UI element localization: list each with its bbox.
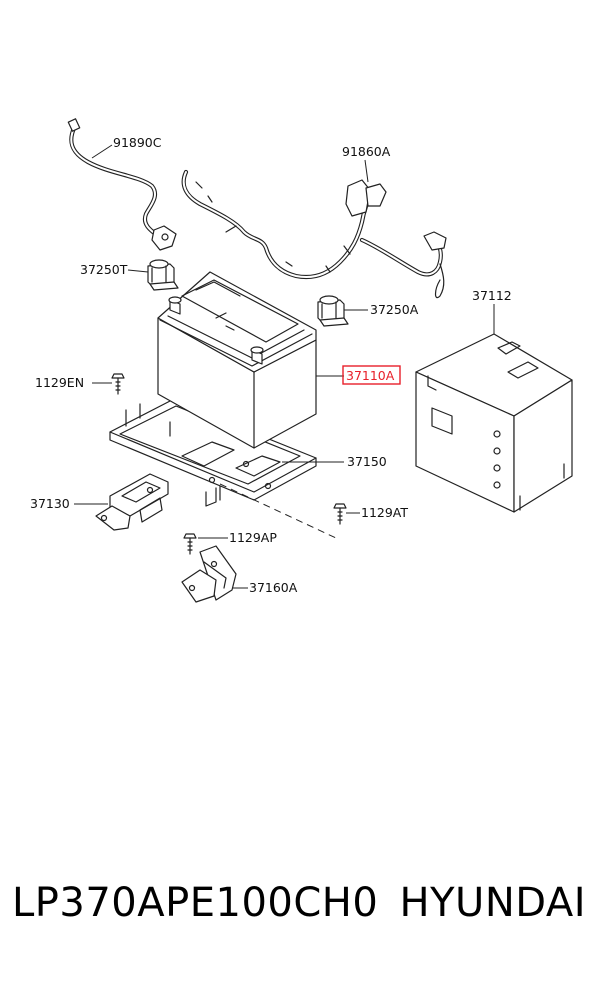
label-37150: 37150 bbox=[347, 454, 387, 469]
label-37250a: 37250A bbox=[370, 302, 419, 317]
alignment-dashed-line bbox=[219, 483, 337, 539]
wiring-harness-91860a[interactable] bbox=[181, 169, 447, 299]
leader-37250t bbox=[127, 269, 149, 273]
bolt-1129at[interactable] bbox=[333, 503, 347, 525]
label-1129at: 1129AT bbox=[361, 505, 408, 520]
part-number-text: LP370APE100CH0 bbox=[12, 880, 379, 926]
label-91890c: 91890C bbox=[113, 135, 162, 150]
label-37130: 37130 bbox=[30, 496, 70, 511]
bolt-1129ap[interactable] bbox=[183, 533, 197, 555]
bracket-37160a[interactable] bbox=[181, 545, 237, 603]
battery-cover-37112[interactable] bbox=[415, 333, 573, 513]
label-91860a: 91860A bbox=[342, 144, 391, 159]
label-1129ap: 1129AP bbox=[229, 530, 277, 545]
highlight-box-37110a bbox=[342, 365, 401, 385]
label-37112: 37112 bbox=[472, 288, 512, 303]
label-37110a[interactable]: 37110A bbox=[346, 368, 395, 383]
bracket-37130[interactable] bbox=[95, 473, 169, 531]
parts-diagram: 91890C 91860A 37250T 37250A bbox=[30, 118, 573, 603]
brand-text: HYUNDAI bbox=[399, 880, 586, 926]
leader-91860a bbox=[364, 159, 369, 183]
battery-cable-91890c[interactable] bbox=[67, 118, 177, 251]
terminal-37250a[interactable] bbox=[317, 295, 349, 327]
label-37250t: 37250T bbox=[80, 262, 128, 277]
footer: LP370APE100CH0 HYUNDAI bbox=[0, 880, 600, 950]
label-1129en: 1129EN bbox=[35, 375, 84, 390]
terminal-37250t[interactable] bbox=[147, 259, 179, 291]
label-37160a: 37160A bbox=[249, 580, 298, 595]
bolt-1129en[interactable] bbox=[111, 373, 125, 395]
battery-37110a[interactable] bbox=[157, 271, 317, 449]
leader-91890c bbox=[91, 144, 113, 159]
battery-tray-37150[interactable] bbox=[109, 399, 317, 507]
